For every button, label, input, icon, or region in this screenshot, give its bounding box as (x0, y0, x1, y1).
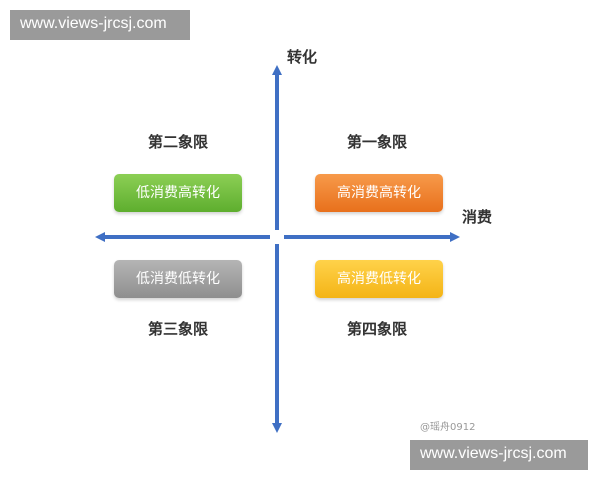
watermark-bottom: www.views-jrcsj.com (410, 440, 588, 470)
quadrant-1-box: 高消费高转化 (315, 174, 443, 212)
quadrant-3-label: 第三象限 (147, 320, 208, 338)
quadrant-2-label: 第二象限 (147, 133, 208, 151)
x-axis-label: 消费 (462, 208, 493, 226)
quadrant-2-box: 低消费高转化 (114, 174, 242, 212)
y-axis-label: 转化 (287, 48, 318, 66)
quadrant-4-label: 第四象限 (346, 320, 407, 338)
source-credit: @瑶舟0912 (420, 422, 476, 433)
quadrant-1-label: 第一象限 (346, 133, 407, 151)
watermark-top: www.views-jrcsj.com (10, 10, 190, 40)
quadrant-4-box: 高消费低转化 (315, 260, 443, 298)
quadrant-3-box: 低消费低转化 (114, 260, 242, 298)
